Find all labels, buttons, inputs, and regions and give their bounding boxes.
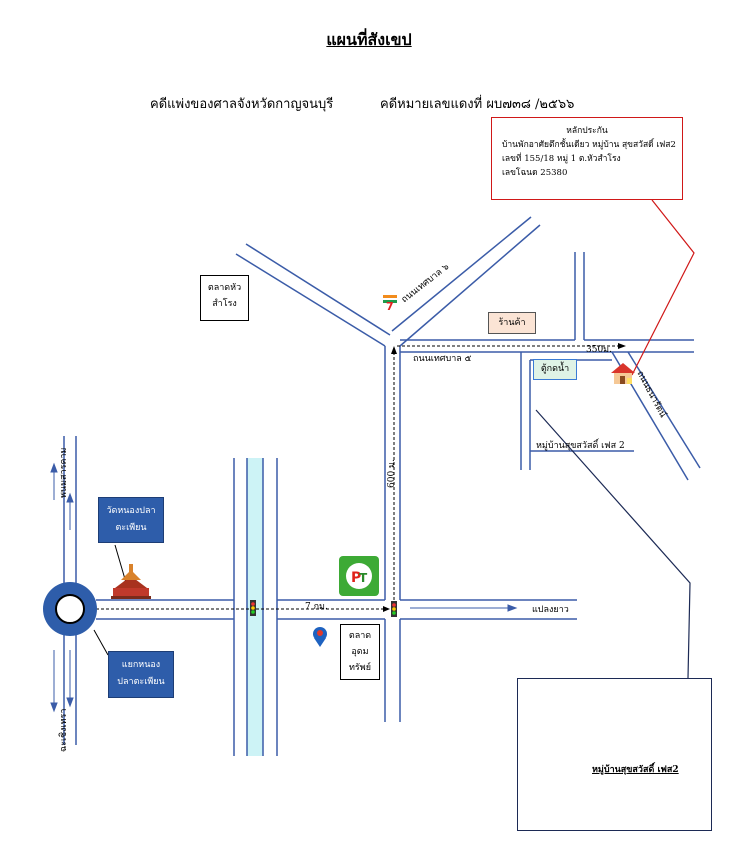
- seven-eleven-icon: 7: [383, 294, 397, 313]
- info-line-2: เลขที่ 155/18 หมู่ 1 ต.หัวสำโรง: [502, 154, 621, 164]
- case-court: คดีแพ่งของศาลจังหวัดกาญจนบุรี: [150, 97, 334, 112]
- road-phanom-label: พนมสารคาม: [59, 447, 69, 498]
- shop-box: ร้านค้า: [488, 312, 536, 334]
- pt-gas-station-icon: P T: [339, 556, 379, 596]
- plaeng-yao-label: แปลงยาว: [532, 605, 569, 615]
- house-icon: [611, 363, 635, 384]
- svg-text:T: T: [359, 571, 368, 585]
- road-thesaban5-label: ถนนเทศบาล ๕: [413, 354, 472, 364]
- location-pointer: [631, 199, 695, 376]
- temple-box: วัดหนองปลา ตะเพียน: [98, 497, 164, 543]
- market-udom-label-3: ทรัพย์: [349, 663, 371, 673]
- road-chachoengsao-label: ฉะเชิงเทรา: [59, 708, 69, 752]
- distance-350-label: 350ม.: [586, 345, 612, 355]
- temple-icon: [111, 564, 151, 599]
- info-heading: หลักประกัน: [566, 126, 608, 136]
- shop-label: ร้านค้า: [498, 318, 526, 328]
- inset-map: [517, 678, 712, 831]
- distance-7km-label: 7 กม.: [305, 602, 328, 612]
- market-udom-label-1: ตลาด: [348, 631, 372, 641]
- water-kiosk-box: ตู้กดน้ำ: [533, 359, 577, 380]
- traffic-light-icon: [250, 600, 397, 617]
- temple-label-1: วัดหนองปลา: [106, 506, 156, 516]
- info-line-1: บ้านพักอาศัยตึกชั้นเดียว หมู่บ้าน สุขสวั…: [502, 140, 676, 150]
- village-phase2-label: หมู่บ้านสุขสวัสดิ์ เฟส 2: [536, 441, 625, 451]
- junction-label-2: ปลาตะเพียน: [117, 677, 165, 687]
- temple-label-2: ตะเพียน: [115, 523, 147, 533]
- inset-connector: [535, 409, 691, 679]
- market-udom-box: ตลาด อุดม ทรัพย์: [340, 624, 380, 680]
- junction-label-1: แยกหนอง: [121, 660, 161, 670]
- market-hua-label-2: สำโรง: [212, 299, 237, 309]
- direction-arrows: [50, 462, 518, 713]
- case-number: คดีหมายเลขแดงที่ ผบ๗๓๘ /๒๕๖๖: [380, 97, 575, 112]
- distance-600-label: 600 ม.: [387, 459, 397, 488]
- water-kiosk-label: ตู้กดน้ำ: [540, 364, 570, 374]
- collateral-info-box: หลักประกัน บ้านพักอาศัยตึกชั้นเดียว หมู่…: [491, 117, 683, 200]
- market-udom-label-2: อุดม: [351, 647, 369, 657]
- info-line-3: เลขโฉนด 25380: [502, 168, 568, 178]
- market-hua-label-1: ตลาดหัว: [207, 283, 242, 293]
- inset-village-label: หมู่บ้านสุขสวัสดิ์ เฟส2: [592, 765, 679, 775]
- route-dashes: [96, 345, 620, 610]
- market-hua-samrong: ตลาดหัว สำโรง: [200, 275, 249, 321]
- page-title: แผนที่สังเขป: [326, 30, 412, 49]
- svg-text:P: P: [351, 570, 361, 586]
- seven-eleven-label: 7: [386, 300, 394, 313]
- junction-box: แยกหนอง ปลาตะเพียน: [108, 651, 174, 698]
- market-pin-icon: [313, 627, 327, 647]
- road-network: [63, 216, 701, 756]
